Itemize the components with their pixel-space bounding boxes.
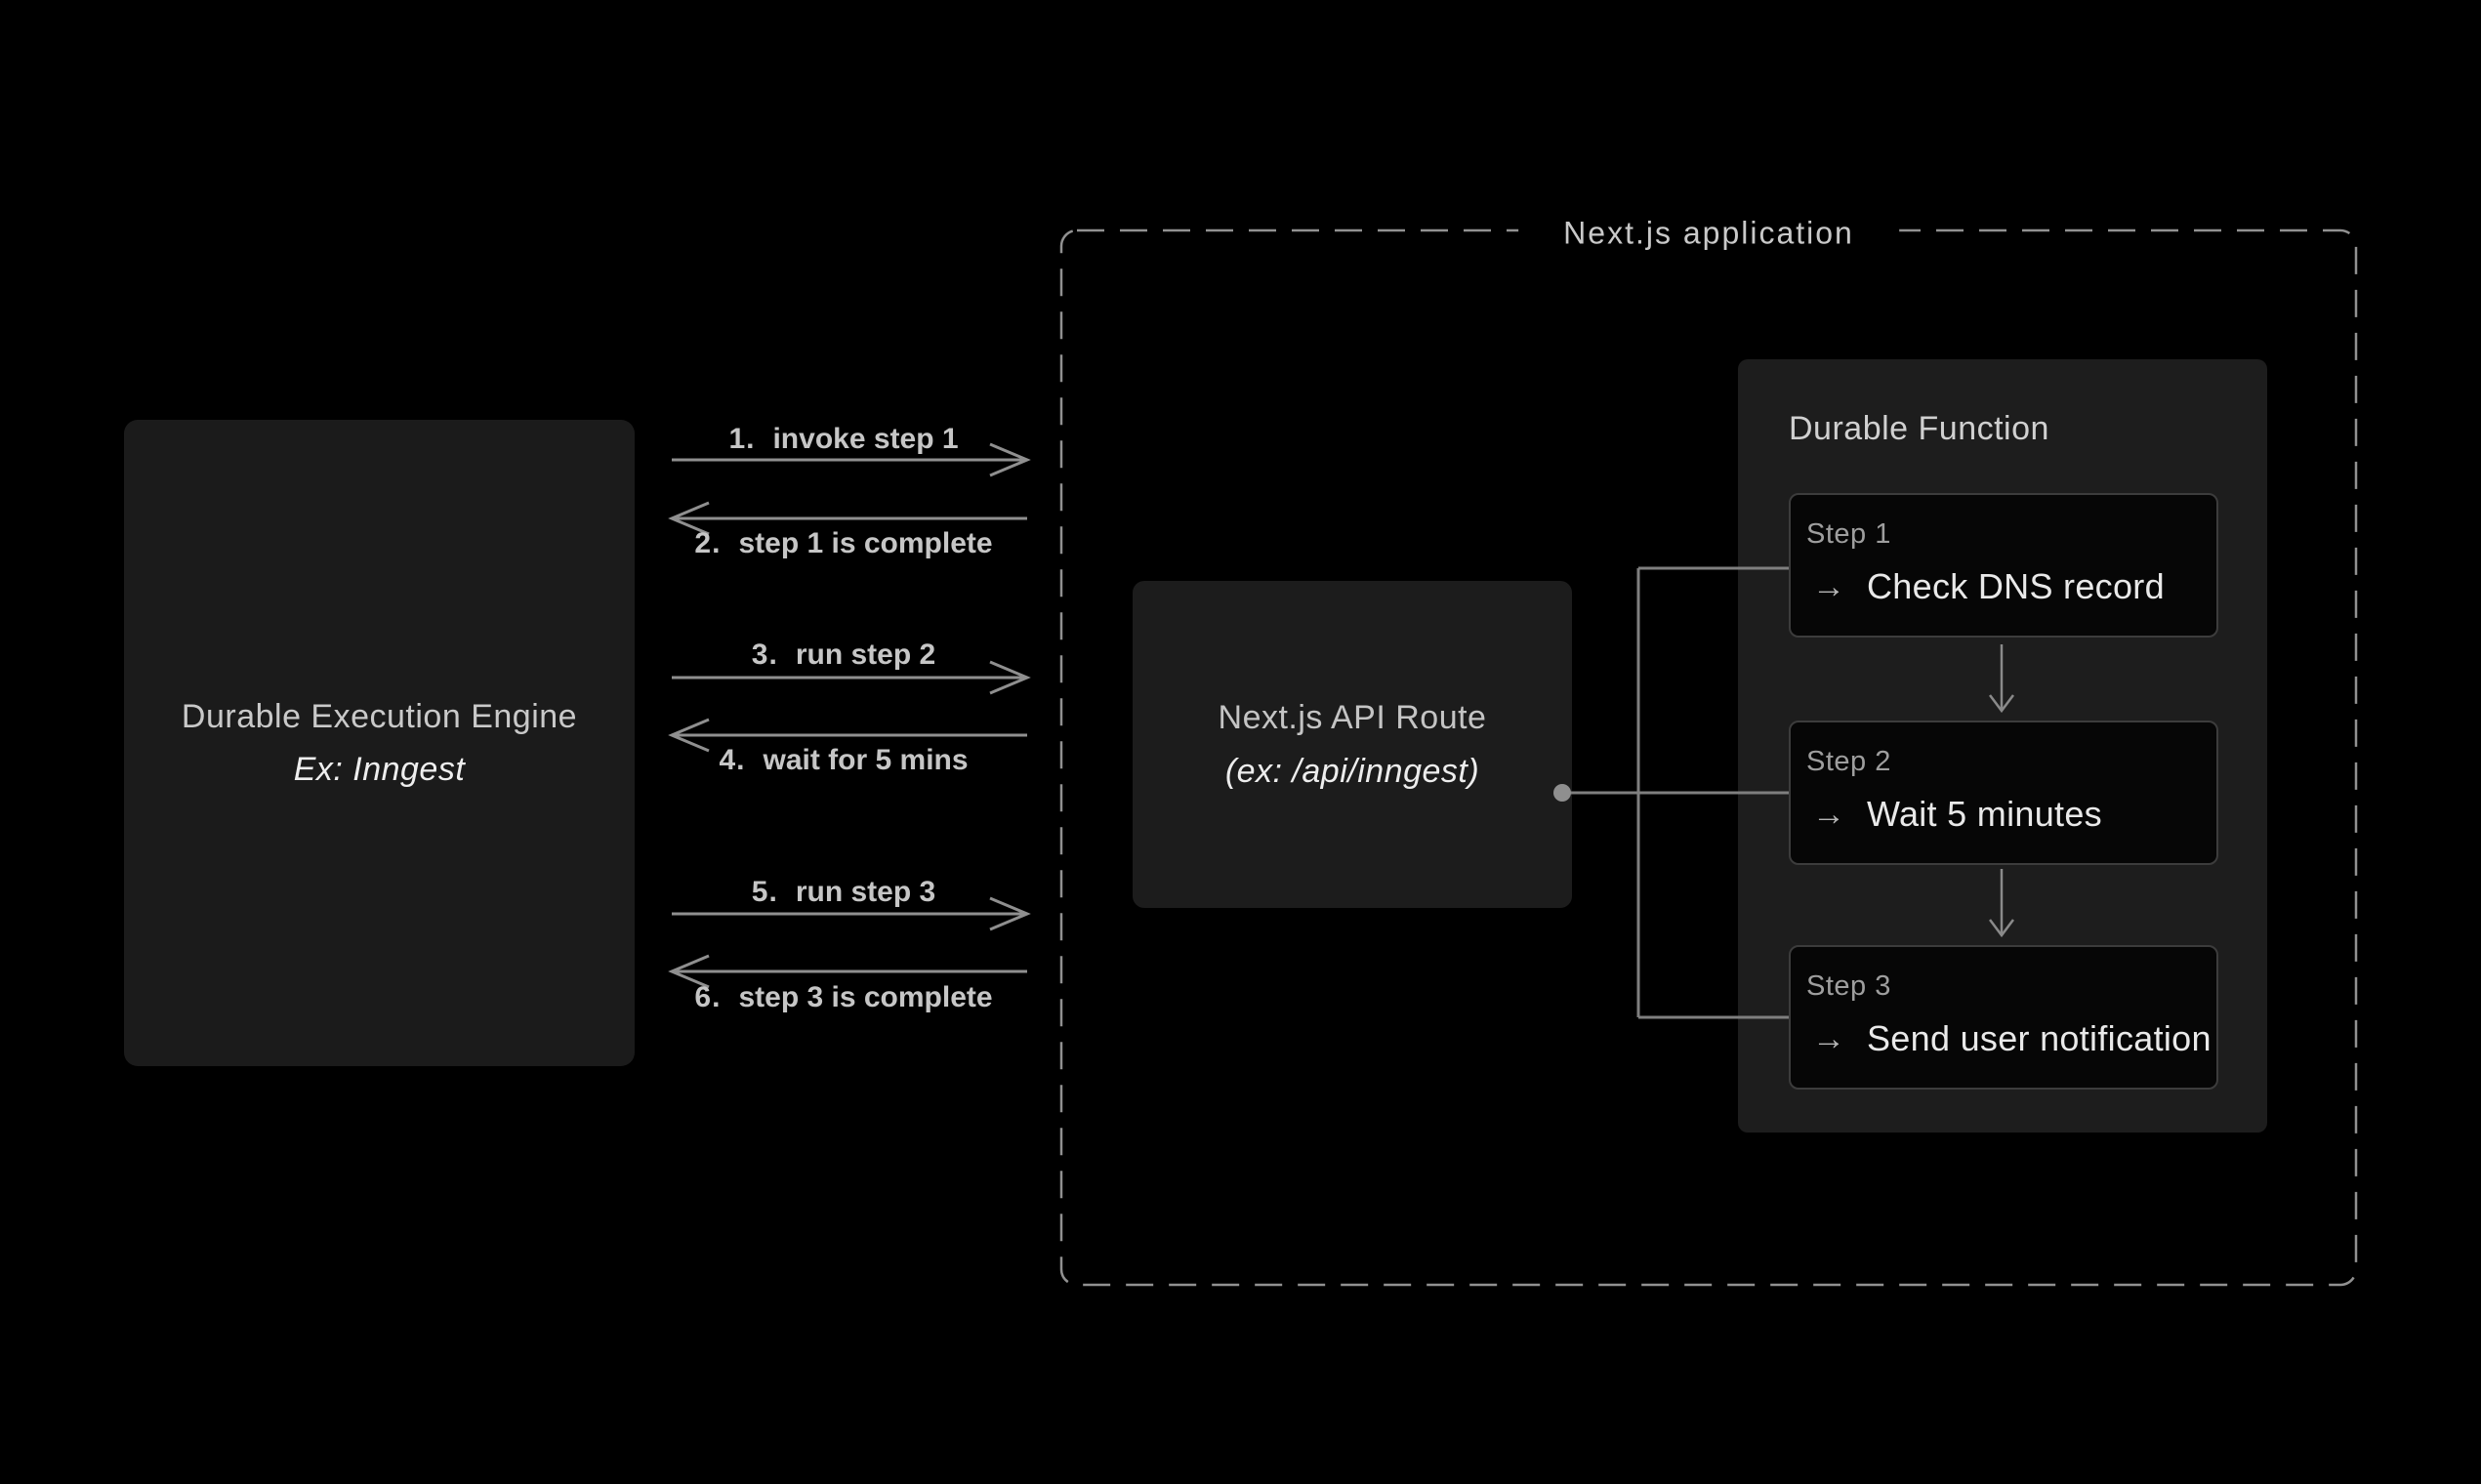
nextjs-application-label-text: Next.js application [1563, 215, 1854, 251]
message-label-1: 1. invoke step 1 [728, 423, 958, 456]
nextjs-application-label: Next.js application [1518, 205, 1899, 262]
message-2-text: step 1 is complete [738, 527, 993, 559]
message-5-text: run step 3 [795, 876, 936, 908]
message-3-text: run step 2 [795, 639, 936, 671]
message-4-text: wait for 5 mins [763, 744, 969, 776]
message-5-number: 5. [751, 876, 778, 908]
message-label-3: 3. run step 2 [752, 639, 935, 672]
message-6-number: 6. [694, 981, 722, 1013]
message-1-number: 1. [728, 423, 756, 455]
message-3-number: 3. [751, 639, 778, 671]
message-6-text: step 3 is complete [738, 981, 993, 1013]
message-4-number: 4. [719, 744, 746, 776]
durable-execution-engine-box: Durable Execution Engine Ex: Inngest [124, 420, 635, 1066]
message-label-5: 5. run step 3 [752, 876, 935, 909]
message-label-2: 2. step 1 is complete [694, 527, 992, 560]
message-1-text: invoke step 1 [772, 423, 959, 455]
engine-title: Durable Execution Engine [181, 697, 578, 735]
engine-subtitle: Ex: Inngest [293, 750, 466, 788]
message-2-number: 2. [694, 527, 722, 559]
message-label-6: 6. step 3 is complete [694, 981, 992, 1014]
message-label-4: 4. wait for 5 mins [719, 744, 968, 777]
